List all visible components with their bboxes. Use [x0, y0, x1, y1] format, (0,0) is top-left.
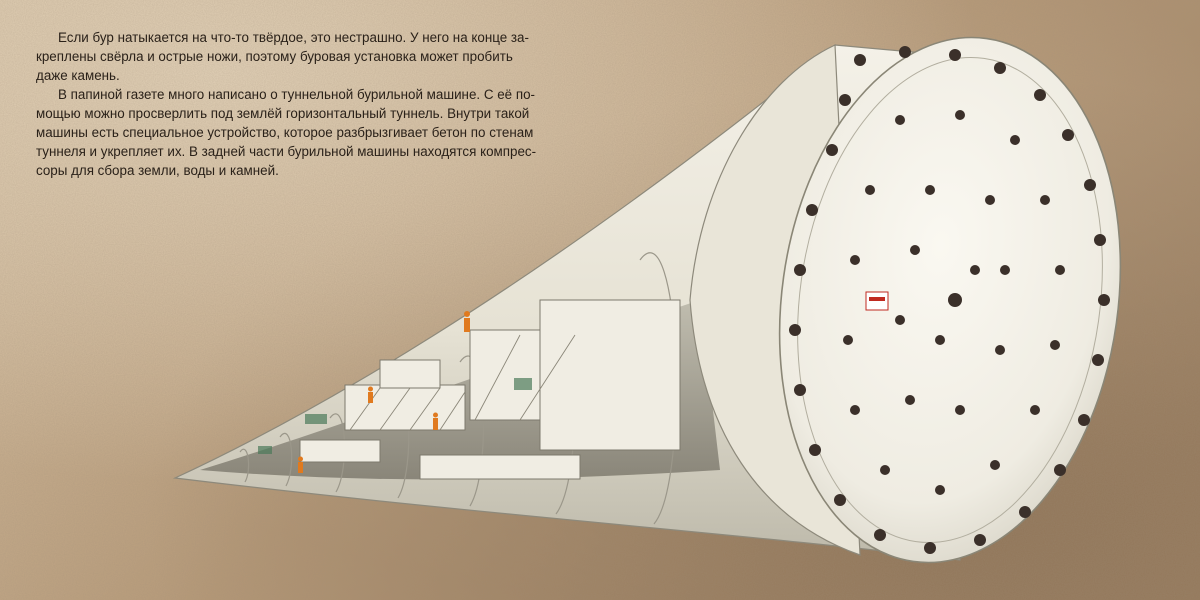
text-line: даже камень. — [36, 68, 120, 83]
paragraph-2: В папиной газете много написано о туннел… — [36, 85, 564, 180]
text-line: туннеля и укрепляет их. В задней части б… — [36, 144, 537, 159]
text-line: машины есть специальное устройство, кото… — [36, 125, 534, 140]
text-line: Если бур натыкается на что-то твёрдое, э… — [58, 30, 529, 45]
worker-icon — [298, 311, 470, 473]
paragraph-1: Если бур натыкается на что-то твёрдое, э… — [36, 28, 564, 85]
text-line: В папиной газете много написано о туннел… — [58, 87, 536, 102]
story-text: Если бур натыкается на что-то твёрдое, э… — [36, 28, 564, 180]
text-line: креплены свёрла и острые ножи, поэтому б… — [36, 49, 513, 64]
text-line: мощью можно просверлить под землёй гориз… — [36, 106, 530, 121]
text-line: соры для сбора земли, воды и камней. — [36, 163, 279, 178]
